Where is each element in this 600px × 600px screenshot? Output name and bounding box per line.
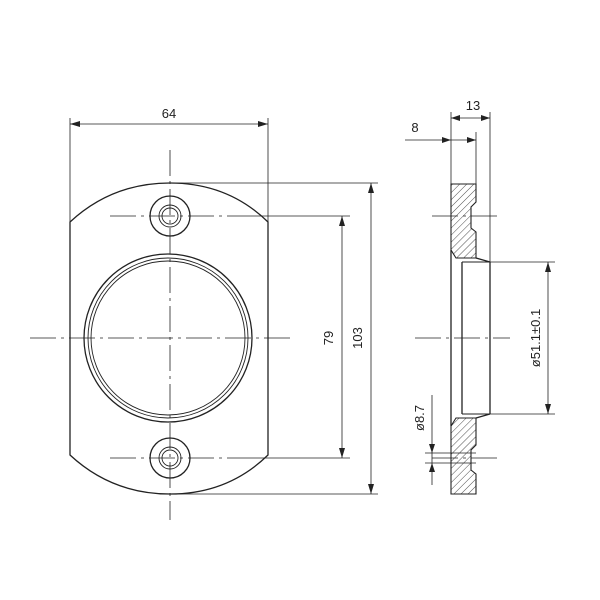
dim-hole-spacing: 79: [245, 215, 350, 459]
dim-total-depth-label: 13: [466, 98, 480, 113]
dim-plate-height: 103: [175, 182, 378, 495]
dim-bore-diameter: ø51.1±0.1: [490, 261, 555, 415]
section-bottom-hatched: [450, 417, 477, 495]
dim-plate-height-label: 103: [350, 327, 365, 349]
dim-plate-width: 64: [69, 106, 269, 222]
side-centerlines: [415, 215, 510, 459]
dim-hole-diameter: ø8.7: [412, 395, 476, 485]
dim-flange-thickness: 8: [405, 120, 477, 184]
dim-plate-width-label: 64: [162, 106, 176, 121]
section-top-hatched: [450, 183, 477, 259]
dim-hole-spacing-label: 79: [321, 331, 336, 345]
dim-hole-diameter-label: ø8.7: [412, 405, 427, 431]
dim-bore-diameter-label: ø51.1±0.1: [528, 309, 543, 367]
front-view: 64 79 103: [30, 106, 378, 520]
front-centerlines: [30, 150, 290, 520]
side-section-view: 13 8 ø51.1±0.1 ø8.7: [405, 98, 555, 495]
dim-total-depth: 13: [450, 98, 491, 262]
plate-outline: [69, 182, 269, 495]
dim-flange-thickness-label: 8: [411, 120, 418, 135]
